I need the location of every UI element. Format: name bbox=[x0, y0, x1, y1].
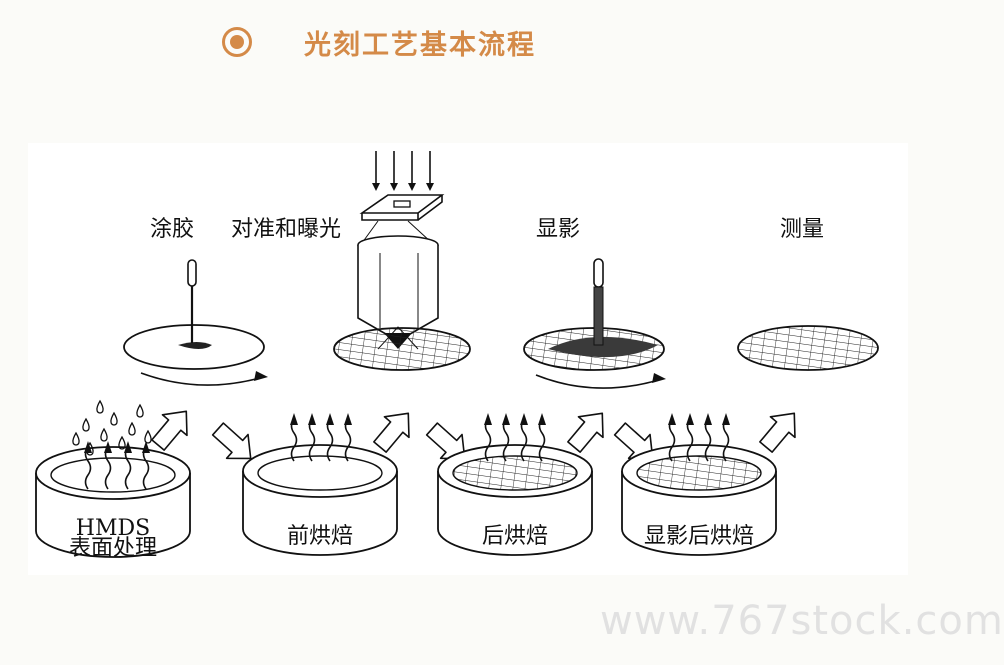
step-label-measure: 测量 bbox=[780, 217, 824, 242]
dispense-nozzle-icon bbox=[187, 259, 197, 343]
slide-header: 光刻工艺基本流程 bbox=[222, 22, 536, 62]
measured-wafer bbox=[737, 325, 879, 371]
station-label-surface-treatment: 表面处理 bbox=[69, 536, 157, 561]
develop-wafer bbox=[523, 258, 666, 389]
circle-bullet-icon bbox=[222, 27, 252, 57]
post-exposure-bake-station: 后烘焙 bbox=[437, 412, 593, 556]
flow-arrow-up-3 bbox=[560, 402, 616, 459]
lithography-process-diagram: 涂胶 对准和曝光 显影 测量 bbox=[28, 143, 908, 575]
flow-arrow-up-4 bbox=[752, 402, 808, 459]
step-label-develop: 显影 bbox=[536, 217, 580, 242]
spin-coat-wafer bbox=[123, 259, 268, 386]
flow-arrow-up-1 bbox=[144, 400, 200, 457]
station-label-prebake: 前烘焙 bbox=[287, 524, 353, 549]
prebake-station: 前烘焙 bbox=[242, 412, 398, 556]
hmds-station: HMDS 表面处理 bbox=[35, 400, 191, 561]
exposure-tool bbox=[333, 151, 471, 371]
slide-title: 光刻工艺基本流程 bbox=[304, 29, 536, 61]
photomask-icon bbox=[359, 194, 445, 221]
watermark: www.767stock.com bbox=[600, 598, 1004, 644]
station-label-hmds: HMDS bbox=[76, 516, 150, 541]
flow-arrow-up-2 bbox=[366, 402, 422, 459]
hard-bake-station: 显影后烘焙 bbox=[621, 412, 777, 556]
station-label-hardbake: 显影后烘焙 bbox=[644, 524, 754, 549]
uv-light-arrows-icon bbox=[372, 151, 434, 191]
developer-nozzle-icon bbox=[593, 258, 604, 346]
station-label-postbake: 后烘焙 bbox=[482, 524, 548, 549]
step-label-expose: 对准和曝光 bbox=[231, 217, 341, 242]
step-label-coat: 涂胶 bbox=[150, 217, 194, 242]
